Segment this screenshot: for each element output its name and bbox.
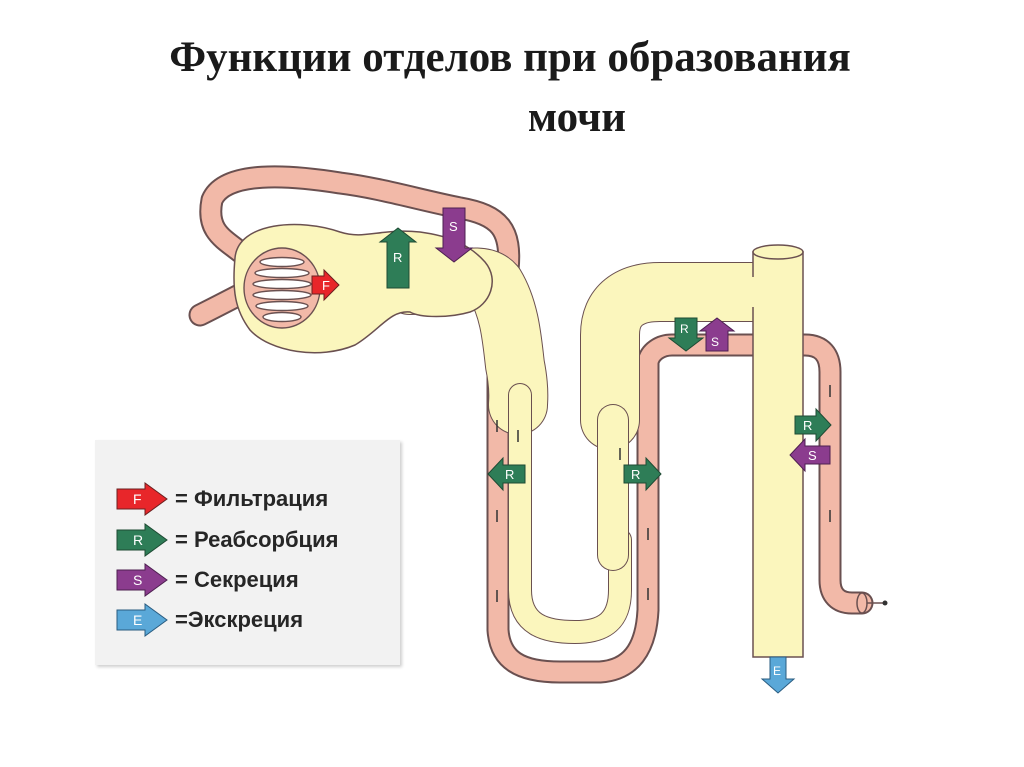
arrow-letter-S: S	[449, 219, 458, 234]
arrow-letter-E: E	[773, 664, 781, 678]
svg-text:E: E	[133, 612, 142, 628]
legend-label-excretion: =Экскреция	[175, 607, 304, 632]
legend-item-excretion: E =Экскреция	[115, 603, 303, 637]
legend-item-filtration: F = Фильтрация	[115, 482, 328, 516]
legend-item-secretion: S = Секреция	[115, 563, 299, 597]
arrow-letter-F: F	[322, 278, 330, 293]
svg-text:F: F	[133, 491, 142, 507]
legend-label-reabsorption: = Реабсорбция	[175, 527, 339, 552]
arrow-letter-R: R	[680, 322, 689, 336]
secretion-arrow-down: S	[434, 207, 474, 263]
arrow-letter-R: R	[505, 467, 514, 482]
arrow-letter-R: R	[631, 467, 640, 482]
reabsorption-arrow-loop: R	[667, 317, 705, 352]
title-line-1: Функции отделов при образования	[169, 34, 851, 81]
excretion-arrow: E	[760, 656, 796, 694]
reabsorption-arrow-duct: R	[794, 407, 832, 443]
reabsorption-arrow-ascending: R	[623, 456, 662, 492]
reabsorption-legend-arrow: R	[116, 523, 168, 557]
legend-label-filtration: = Фильтрация	[175, 486, 329, 511]
secretion-arrow-duct: S	[789, 437, 831, 473]
secretion-arrow-loop: S	[698, 317, 736, 352]
filtration-legend-arrow: F	[116, 482, 168, 516]
arrow-letter-R: R	[393, 250, 402, 265]
legend-item-reabsorption: R = Реабсорбция	[115, 523, 338, 557]
collecting-duct	[732, 244, 804, 658]
legend: F = Фильтрация R = Реабсорбция S = Секре…	[95, 440, 400, 665]
arrow-letter-S: S	[808, 448, 817, 463]
filtration-arrow: F	[311, 269, 340, 301]
secretion-legend-arrow: S	[116, 563, 168, 597]
renal-tubule	[380, 247, 790, 644]
reabsorption-arrow-up: R	[378, 227, 418, 289]
page-title: Функции отделов при образования мочи	[0, 28, 1024, 148]
excretion-legend-arrow: E	[116, 603, 168, 637]
reabsorption-arrow-descending: R	[487, 456, 526, 492]
title-line-2: мочи	[527, 94, 627, 141]
glomerulus	[243, 247, 321, 329]
svg-text:S: S	[133, 572, 142, 588]
legend-label-secretion: = Секреция	[175, 567, 299, 592]
arrow-letter-S: S	[711, 335, 719, 349]
flow-markers	[496, 385, 831, 602]
svg-text:R: R	[133, 532, 143, 548]
arrow-letter-R: R	[803, 418, 812, 433]
